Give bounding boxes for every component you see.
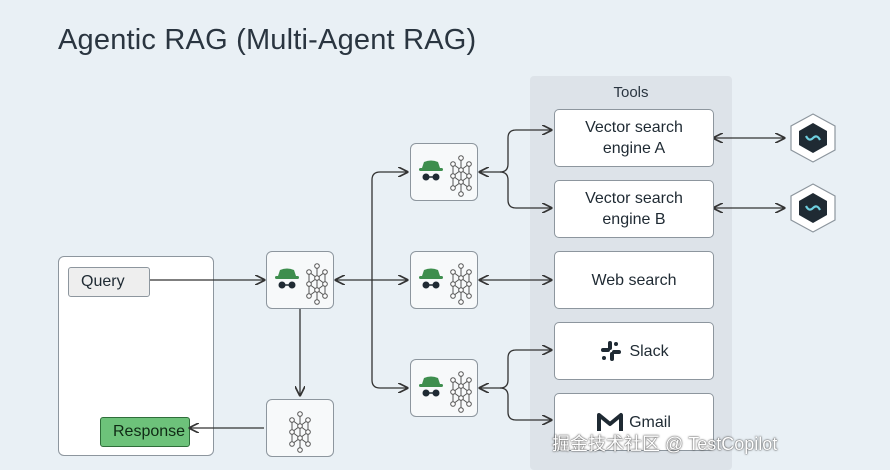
tool-label: Vector search engine A <box>585 119 683 157</box>
agent-bus <box>371 172 407 280</box>
tool-slack[interactable]: Slack <box>554 322 714 380</box>
aggregator-agent[interactable] <box>266 399 334 457</box>
sub3-to-slack <box>480 350 551 388</box>
agent-bus-down <box>371 280 407 388</box>
tool-web-search[interactable]: Web search <box>554 251 714 309</box>
sub3-to-gmail <box>499 387 551 420</box>
tool-label: Gmail <box>629 413 671 431</box>
gmail-icon <box>597 413 624 431</box>
sub1-to-vector <box>480 130 551 172</box>
response-bubble[interactable]: Response <box>100 417 190 447</box>
spy-agent-icon <box>419 160 443 181</box>
tool-label: Web search <box>591 271 677 289</box>
neural-network-icon <box>450 155 472 197</box>
tool-gmail[interactable]: Gmail <box>554 393 714 451</box>
query-bubble[interactable]: Query <box>68 267 150 297</box>
slack-icon <box>601 341 622 361</box>
sub-agent-1[interactable] <box>410 143 478 201</box>
tool-vector-search-a[interactable]: Vector search engine A <box>554 109 714 167</box>
tool-label: Slack <box>629 342 669 360</box>
tool-label: Vector search engine B <box>585 190 683 228</box>
sub-agent-2[interactable] <box>410 251 478 309</box>
sub-agent-3[interactable] <box>410 359 478 417</box>
spy-agent-icon <box>275 268 299 289</box>
neural-network-icon <box>289 411 311 453</box>
vector-db-icon <box>790 113 836 163</box>
spy-agent-icon <box>419 376 443 397</box>
tools-label: Tools <box>613 84 649 101</box>
spy-agent-icon <box>419 268 443 289</box>
neural-network-icon <box>306 263 328 305</box>
tool-vector-search-b[interactable]: Vector search engine B <box>554 180 714 238</box>
main-agent[interactable] <box>266 251 334 309</box>
vector-db-icon <box>790 183 836 233</box>
sub1-to-vector-b <box>499 171 551 208</box>
neural-network-icon <box>450 371 472 413</box>
page-title: Agentic RAG (Multi-Agent RAG) <box>58 24 477 56</box>
neural-network-icon <box>450 263 472 305</box>
watermark: 掘金技术社区 @ TestCopilot <box>552 434 778 454</box>
